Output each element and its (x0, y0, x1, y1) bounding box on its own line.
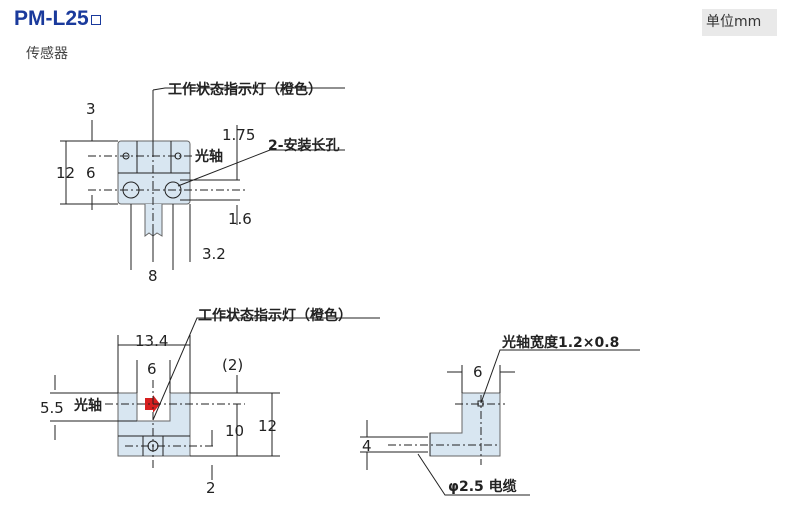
section-heading: 传感器 (26, 46, 68, 62)
indicator-label: 工作状态指示灯（橙色） (168, 81, 322, 98)
dim-2: 2 (206, 479, 216, 497)
dim-1-6: 1.6 (228, 210, 252, 228)
dim-13-4: 13.4 (135, 332, 168, 350)
top-view-drawing: 3 12 6 1.75 1.6 3.2 8 工作状态指示灯（橙色） 光轴 2-安… (56, 81, 345, 285)
dim-10: 10 (225, 422, 244, 440)
model-name: PM-L25 (14, 7, 89, 30)
dim-5-5: 5.5 (40, 399, 64, 417)
sensor-body-side (429, 392, 501, 457)
dim-12: 12 (258, 417, 277, 435)
cable-label: φ2.5 电缆 (448, 478, 517, 495)
side-view-drawing: 6 4 光轴宽度1.2×0.8 φ2.5 电缆 (360, 334, 640, 496)
dim-3: 3 (86, 100, 96, 118)
dim-4: 4 (362, 437, 372, 455)
model-title: PM-L25 (14, 7, 101, 31)
cable-side (360, 433, 431, 456)
dim-6: 6 (86, 164, 96, 182)
dim-3-2: 3.2 (202, 245, 226, 263)
dim-8: 8 (148, 267, 158, 285)
dim-1-75: 1.75 (222, 126, 255, 144)
dim-6: 6 (473, 363, 483, 381)
model-suffix-box (90, 15, 101, 25)
dim-12: 12 (56, 164, 75, 182)
optical-axis-label: 光轴 (73, 397, 102, 414)
dim-6: 6 (147, 360, 157, 378)
front-view-drawing: 13.4 6 (2) 5.5 10 12 2 光轴 工作状态指示灯（橙色） (40, 307, 380, 497)
mount-holes-label: 2-安装长孔 (268, 137, 340, 154)
indicator-label: 工作状态指示灯（橙色） (198, 307, 352, 324)
axis-width-label: 光轴宽度1.2×0.8 (501, 334, 619, 351)
unit-label: 单位mm (702, 9, 777, 36)
optical-axis-label: 光轴 (194, 148, 223, 165)
dim-2-paren: (2) (222, 356, 243, 374)
